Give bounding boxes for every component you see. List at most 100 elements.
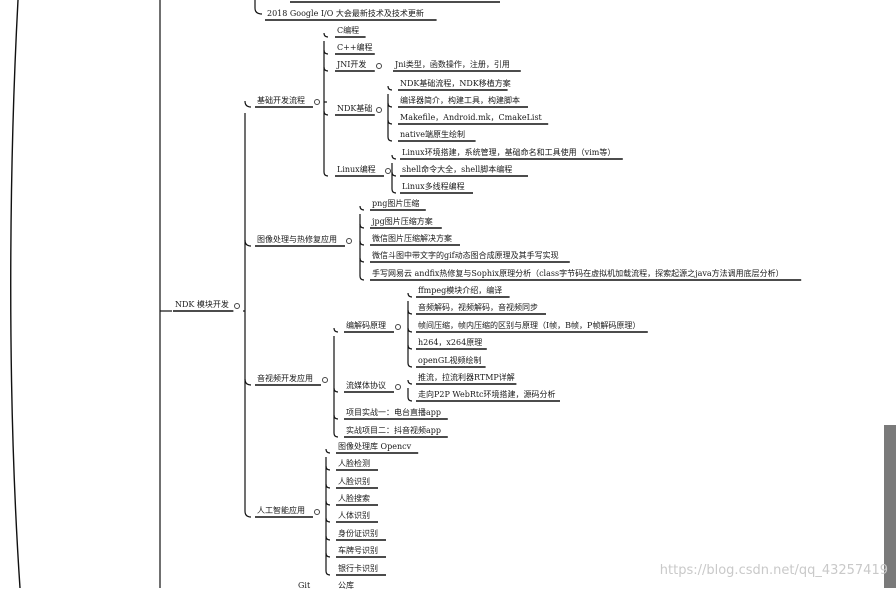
branch-ai: 人工智能应用 [257, 506, 305, 515]
node-label: C++编程 [337, 43, 373, 52]
node-label: 身份证识别 [338, 529, 378, 538]
connector-curve [387, 119, 393, 125]
node-label: 推流，拉流利器RTMP详解 [418, 373, 515, 382]
node-label: Makefile，Android.mk，CmakeList [400, 113, 542, 122]
collapse-toggle-icon[interactable] [314, 509, 320, 515]
branch-image-hotfix: 图像处理与热修复应用 [257, 235, 337, 244]
connector-curve [325, 552, 331, 558]
collapse-toggle-icon[interactable] [395, 384, 401, 390]
watermark-text: https://blog.csdn.net/qq_43257419 [659, 563, 888, 578]
connector-curve [323, 49, 329, 55]
connector-curve [407, 327, 413, 333]
node-label: Jni类型，函数操作，注册，引用 [395, 60, 510, 69]
node-label: 微信斗图中带文字的gif动态图合成原理及其手写实现 [372, 251, 559, 260]
connector-curve [244, 100, 252, 108]
connector-curve [325, 500, 331, 506]
collapse-toggle-icon[interactable] [385, 168, 391, 174]
node-label: Linux多线程编程 [402, 182, 465, 191]
node-label: 车牌号识别 [338, 546, 378, 555]
connector-curve [407, 309, 413, 315]
vertical-scrollbar[interactable] [884, 425, 896, 588]
connector-curve [391, 171, 397, 177]
connector-curve [407, 344, 413, 350]
node-label: png图片压缩 [372, 199, 420, 208]
branch-basic-flow: 基础开发流程 [257, 96, 305, 105]
node-label: native端原生绘制 [400, 130, 465, 139]
collapse-toggle-icon[interactable] [395, 324, 401, 330]
node-label: 走向P2P WebRtc环境搭建，源码分析 [418, 390, 556, 399]
collapse-toggle-icon[interactable] [314, 99, 320, 105]
connector-curve [323, 110, 329, 116]
connector-curve [325, 517, 331, 523]
node-label: 流媒体协议 [346, 381, 386, 390]
connector-curve [325, 483, 331, 489]
connector-curve [323, 171, 329, 177]
connector-curve [325, 570, 331, 576]
connector-curve [323, 32, 329, 38]
connector-curve [333, 387, 339, 393]
node-label: JNI开发 [337, 60, 367, 69]
connector-curve [325, 535, 331, 541]
connector-curve [387, 102, 393, 108]
node-label: 人脸搜索 [338, 494, 370, 503]
connector-curve [407, 362, 413, 368]
bottom-node: Git [298, 581, 311, 590]
node-label: 实战项目二：抖音视频app [346, 426, 442, 435]
collapse-toggle-icon[interactable] [375, 63, 382, 69]
collapse-toggle-icon[interactable] [234, 303, 241, 309]
connector-curve [333, 327, 339, 333]
connector-curve [333, 432, 339, 438]
node-label: 编解码原理 [346, 321, 386, 330]
node-label: NDK基础流程，NDK移植方案 [400, 79, 511, 88]
node-label: Linux环境搭建，系统管理，基础命名和工具使用（vim等） [402, 148, 616, 157]
connector-curve [325, 465, 331, 471]
connector-curve [387, 85, 393, 91]
node-label: shell命令大全，shell脚本编程 [402, 165, 513, 174]
node-label: 音频解码，视频解码，音视频同步 [418, 303, 538, 312]
connector-curve [244, 378, 252, 386]
connector-curve [244, 510, 252, 518]
node-label: 编译器简介，构建工具，构建脚本 [400, 96, 520, 105]
node-label: 人体识别 [338, 511, 370, 520]
node-label: Linux编程 [337, 165, 376, 174]
collapse-toggle-icon[interactable] [375, 107, 382, 113]
connector-curve [359, 223, 365, 229]
node-label: openGL视频绘制 [418, 356, 482, 365]
node-label: 图像处理库 Opencv [338, 442, 412, 451]
connector-curve [254, 0, 263, 15]
connector-curve [244, 239, 252, 247]
root-node: NDK 模块开发 [175, 300, 229, 309]
bottom-node: 公库 [338, 581, 354, 590]
node-label: h264，x264原理 [418, 338, 483, 347]
node-label: jpg图片压缩方案 [372, 217, 433, 226]
connector-curve [359, 240, 365, 246]
connector-curve [391, 154, 397, 160]
node-label: 帧间压缩，帧内压缩的区别与原理（I帧，B帧，P帧解码原理） [418, 321, 641, 330]
connector-curve [359, 257, 365, 263]
connector-curve [10, 0, 21, 588]
connector-curve [325, 448, 331, 454]
connector-curve [323, 66, 329, 72]
node-label: 项目实战一：电台直播app [346, 408, 442, 417]
collapse-toggle-icon[interactable] [346, 238, 352, 244]
node-label: 人脸识别 [338, 477, 370, 486]
node-label: 手写网易云 andfix热修复与Sophix原理分析（class字节码在虚拟机加… [372, 269, 784, 278]
connector-curve [333, 414, 339, 420]
node-label: C编程 [337, 26, 360, 35]
node-label: 人脸检测 [338, 459, 370, 468]
node-label: ffmpeg模块介绍，编译 [418, 286, 503, 295]
connector-curve [391, 188, 397, 194]
connector-curve [407, 292, 413, 298]
branch-av-dev: 音视频开发应用 [257, 374, 313, 383]
node-label: 微信图片压缩解决方案 [372, 234, 452, 243]
connector-curve [359, 205, 365, 211]
node-label: NDK基础 [337, 104, 373, 113]
top-node: 2018 Google I/O 大会最新技术及技术更新 [267, 9, 424, 18]
node-label: 银行卡识别 [338, 564, 378, 573]
connector-curve [387, 136, 393, 142]
connector-curve [407, 379, 413, 385]
connector-curve [407, 396, 413, 402]
collapse-toggle-icon[interactable] [322, 377, 328, 383]
